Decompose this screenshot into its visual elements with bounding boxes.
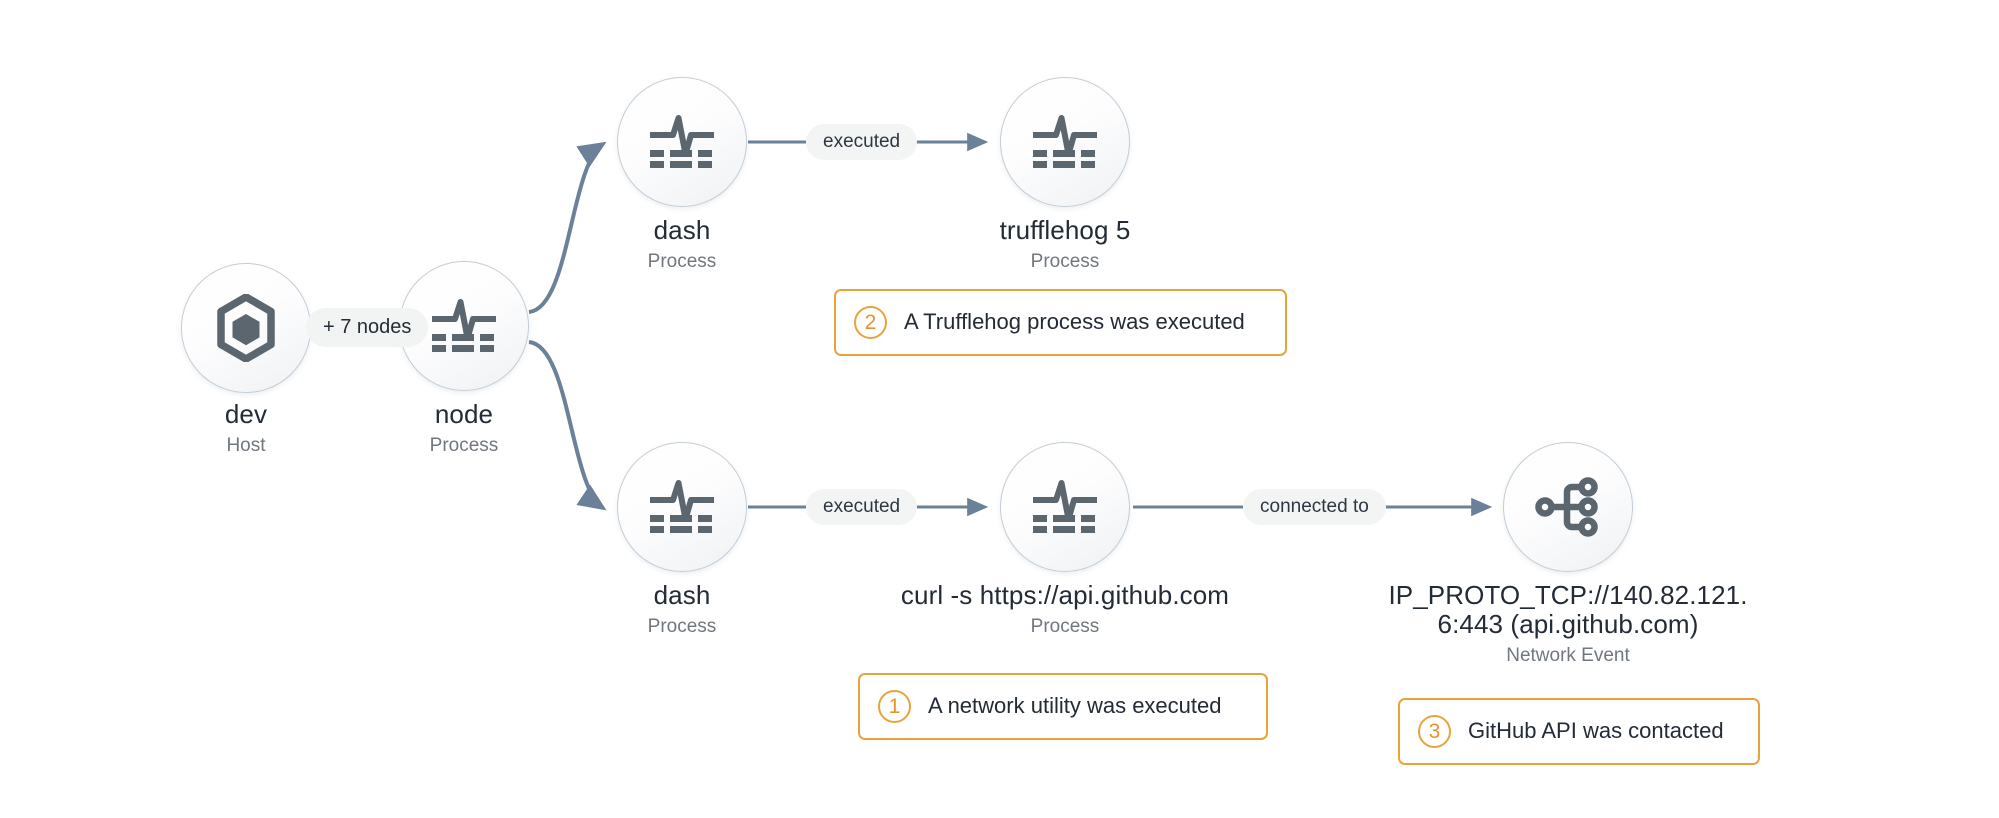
node-title: node bbox=[434, 399, 494, 429]
graph-node-dev-label: dev Host bbox=[151, 399, 341, 458]
node-title: IP_PROTO_TCP://140.82.121. 6:443 (api.gi… bbox=[1388, 580, 1748, 640]
annotation-callout-3: 3 GitHub API was contacted bbox=[1398, 698, 1760, 765]
node-type: Process bbox=[1030, 616, 1100, 638]
hexagon-host-icon bbox=[215, 294, 277, 362]
cluster-badge-plus-nodes[interactable]: + 7 nodes bbox=[306, 308, 429, 347]
process-waveform-icon bbox=[649, 115, 715, 169]
edge-label-text: executed bbox=[823, 496, 901, 517]
graph-node-node[interactable] bbox=[399, 261, 529, 391]
node-title: dev bbox=[224, 399, 268, 429]
edge-label-executed-bottom[interactable]: executed bbox=[806, 489, 918, 525]
cluster-badge-label: + 7 nodes bbox=[323, 316, 412, 338]
edge-label-text: connected to bbox=[1260, 496, 1369, 517]
graph-node-network-event-label: IP_PROTO_TCP://140.82.121. 6:443 (api.gi… bbox=[1368, 580, 1768, 668]
node-type: Process bbox=[647, 251, 717, 273]
node-type: Process bbox=[1030, 251, 1100, 273]
graph-node-dash-bottom-label: dash Process bbox=[587, 580, 777, 639]
node-type: Network Event bbox=[1506, 645, 1630, 667]
node-type: Process bbox=[429, 435, 499, 457]
graph-node-dash-top-label: dash Process bbox=[587, 215, 777, 274]
annotation-number-badge: 2 bbox=[854, 305, 887, 339]
graph-node-trufflehog[interactable] bbox=[1000, 77, 1130, 207]
annotation-text: A Trufflehog process was executed bbox=[904, 308, 1245, 334]
process-waveform-icon bbox=[431, 299, 497, 353]
graph-node-dash-bottom[interactable] bbox=[617, 442, 747, 572]
node-title: dash bbox=[653, 215, 711, 245]
process-waveform-icon bbox=[1032, 480, 1098, 534]
graph-node-dash-top[interactable] bbox=[617, 77, 747, 207]
graph-node-curl[interactable] bbox=[1000, 442, 1130, 572]
process-waveform-icon bbox=[1032, 115, 1098, 169]
node-type: Host bbox=[226, 435, 266, 457]
graph-node-network-event[interactable] bbox=[1503, 442, 1633, 572]
graph-node-node-label: node Process bbox=[369, 399, 559, 458]
annotation-callout-2: 2 A Trufflehog process was executed bbox=[834, 289, 1287, 356]
annotation-number-badge: 3 bbox=[1418, 714, 1451, 748]
edge-label-connected-to[interactable]: connected to bbox=[1243, 489, 1386, 525]
graph-node-curl-label: curl -s https://api.github.com Process bbox=[845, 580, 1285, 639]
node-title: dash bbox=[653, 580, 711, 610]
graph-node-dev[interactable] bbox=[181, 263, 311, 393]
edge-label-executed-top[interactable]: executed bbox=[806, 124, 918, 160]
annotation-text: A network utility was executed bbox=[928, 692, 1222, 718]
node-title: trufflehog 5 bbox=[999, 215, 1131, 245]
edge-label-text: executed bbox=[823, 131, 901, 152]
annotation-text: GitHub API was contacted bbox=[1468, 717, 1724, 743]
process-waveform-icon bbox=[649, 480, 715, 534]
annotation-callout-1: 1 A network utility was executed bbox=[858, 673, 1268, 740]
annotation-number-badge: 1 bbox=[878, 689, 911, 723]
node-type: Process bbox=[647, 616, 717, 638]
network-share-icon bbox=[1534, 476, 1602, 538]
node-title: curl -s https://api.github.com bbox=[900, 580, 1230, 610]
graph-node-trufflehog-label: trufflehog 5 Process bbox=[925, 215, 1205, 274]
